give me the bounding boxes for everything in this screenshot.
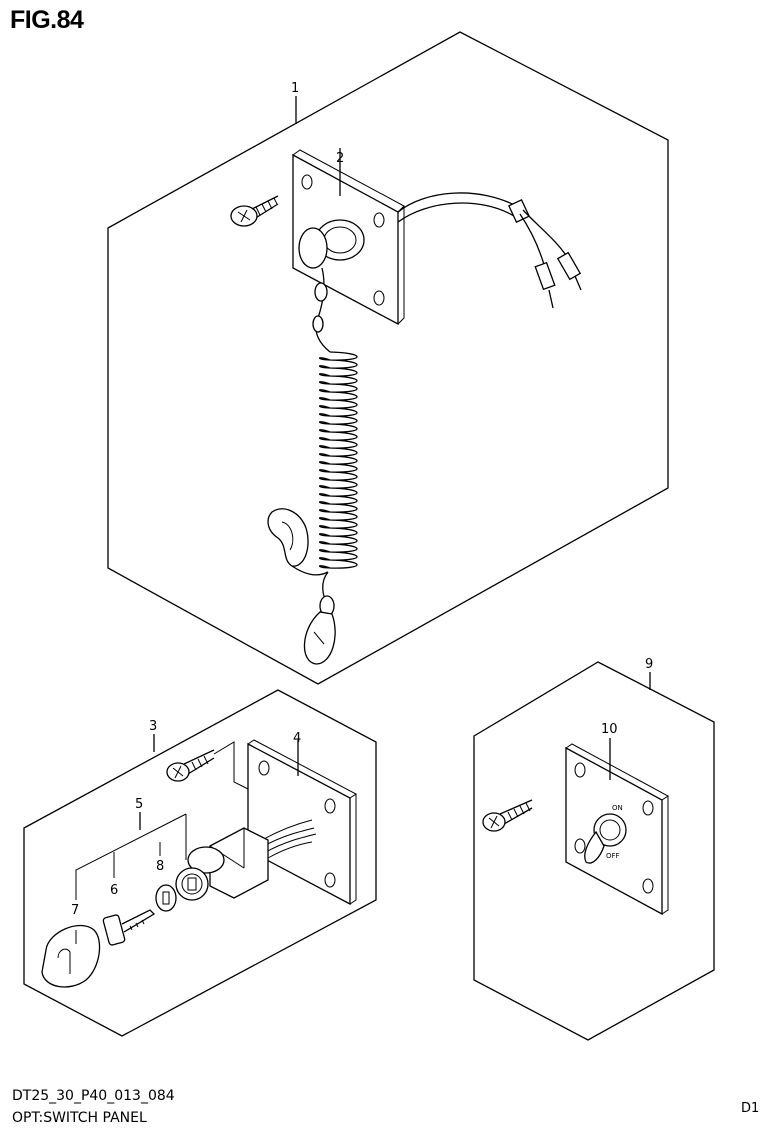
ignition-key: [102, 909, 156, 946]
callout-6: 6: [110, 883, 118, 898]
callout-2: 2: [336, 151, 344, 166]
callout-8: 8: [156, 859, 164, 874]
drawing-code: DT25_30_P40_013_084: [12, 1088, 175, 1104]
callout-5-bracket: [75, 812, 187, 900]
switch-cap: [155, 884, 177, 912]
screw-part: [230, 195, 279, 227]
callout-1: 1: [291, 81, 299, 96]
page-mark: D1: [741, 1101, 760, 1116]
switch-on-marking: ON: [612, 804, 623, 812]
lanyard-switch-plate: [292, 148, 405, 326]
ignition-switch: [175, 819, 317, 901]
drawing-name: OPT:SWITCH PANEL: [12, 1110, 147, 1126]
group-1-box: [107, 31, 669, 685]
callout-3: 3: [149, 719, 157, 734]
figure-title: FIG.84: [10, 6, 84, 34]
toggle-panel-screw: [482, 799, 533, 832]
group-9-box: [473, 661, 715, 1041]
callout-5: 5: [135, 797, 143, 812]
callout-7: 7: [71, 903, 79, 918]
callout-10: 10: [601, 722, 618, 737]
wire-leads: [397, 192, 582, 309]
key-holder: [41, 924, 101, 988]
callout-4: 4: [293, 731, 301, 746]
lanyard-cord: [267, 267, 358, 665]
callout-9: 9: [645, 657, 653, 672]
key-panel-screw: [166, 741, 251, 791]
switch-off-marking: OFF: [606, 852, 620, 860]
toggle-switch-plate: [565, 738, 669, 916]
group-3-box: [23, 689, 377, 1037]
